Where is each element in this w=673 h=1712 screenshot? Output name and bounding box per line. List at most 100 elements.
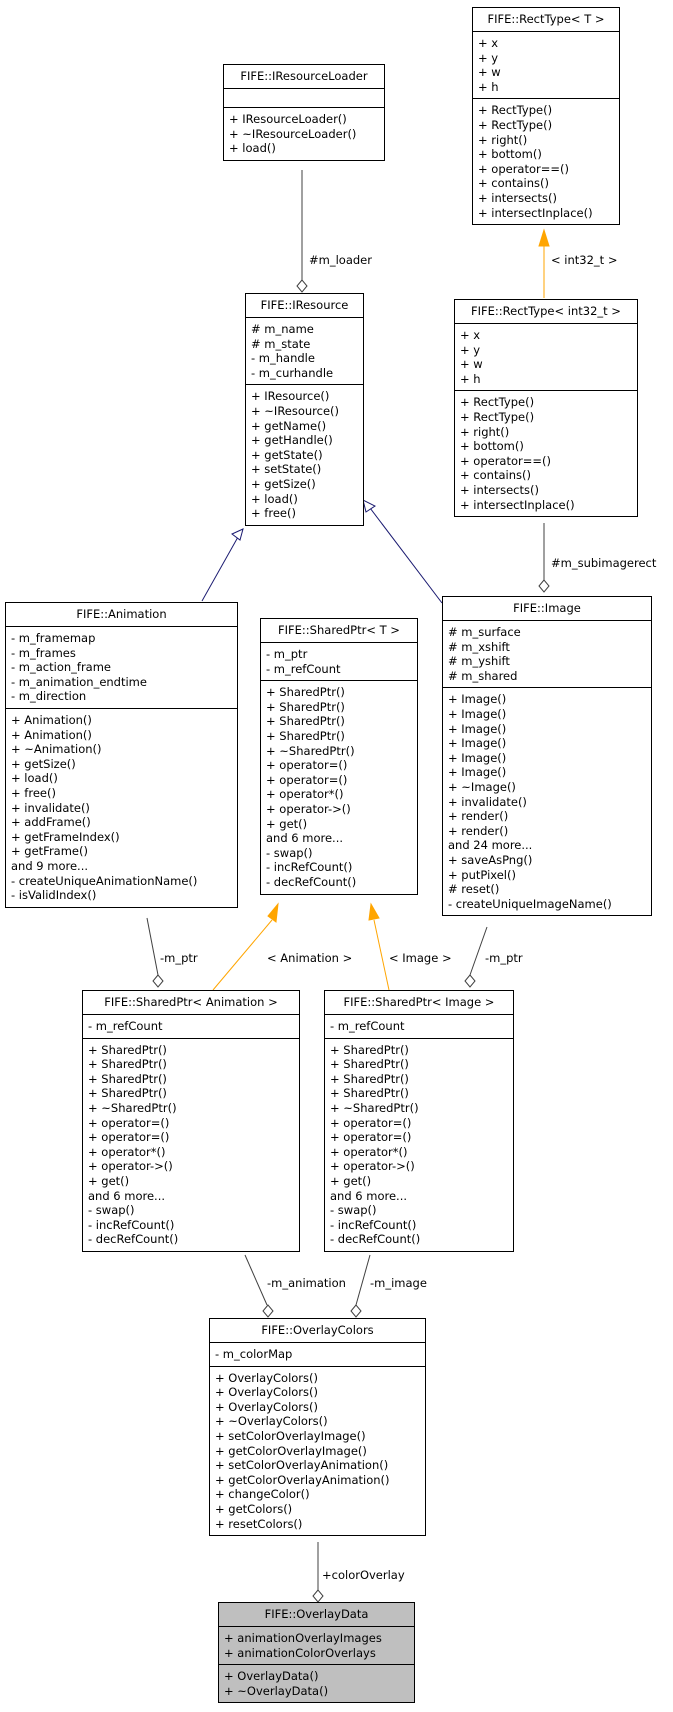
class-attribute: - m_refCount [330,1019,405,1033]
class-method: + Image() [448,736,507,751]
class-box-image: FIFE::Image# m_surface# m_xshift# m_yshi… [442,596,652,917]
class-method: + operator=() [330,1115,412,1130]
class-method: and 6 more... [330,1188,408,1203]
class-attribute: - m_handle [251,351,315,366]
class-method: - decRefCount() [88,1232,179,1247]
class-method: + operator->() [330,1159,415,1174]
class-attribute: - m_ptr [266,647,308,661]
class-method: + RectType() [460,409,535,424]
class-method: + operator->() [266,801,351,816]
class-method: + ~SharedPtr() [330,1100,419,1115]
class-attribute: - m_colorMap [215,1347,293,1361]
class-box-overlaycolors: FIFE::OverlayColors- m_colorMap+ Overlay… [209,1318,426,1537]
class-attribute: - m_refCount [266,661,341,676]
class-attribute: + y [460,342,481,357]
class-method: + ~OverlayData() [224,1683,329,1698]
class-method: + ~SharedPtr() [266,743,355,758]
class-method: + Animation() [11,727,92,742]
class-method: + contains() [460,468,531,483]
class-box-iresource: FIFE::IResource# m_name# m_state- m_hand… [245,293,364,526]
class-attributes-section [224,88,384,107]
class-method: - decRefCount() [330,1232,421,1247]
class-method: + right() [478,132,528,147]
edge-inherit-image [362,499,443,604]
class-method: + Image() [448,721,507,736]
class-method: + OverlayColors() [215,1385,318,1400]
class-method: + render() [448,809,509,824]
class-method: + getColors() [215,1501,293,1516]
class-attributes-section: - m_refCount [83,1014,299,1038]
class-method: + SharedPtr() [266,728,345,743]
class-method: + OverlayColors() [215,1370,318,1385]
class-method: + right() [460,424,510,439]
class-method: + IResource() [251,389,330,404]
class-method: + getFrameIndex() [11,829,120,844]
composition-diamond [296,279,308,293]
class-attribute: # m_state [251,336,311,351]
class-attribute: + y [478,50,499,65]
class-method: and 6 more... [266,831,344,846]
class-method: + operator=() [88,1130,170,1145]
class-method: + Image() [448,765,507,780]
class-method: + SharedPtr() [330,1042,409,1057]
edge-m-image [350,1254,371,1318]
class-method: + RectType() [460,395,535,410]
composition-diamond [312,1589,324,1603]
class-method: + SharedPtr() [266,685,345,700]
class-methods-section: + IResourceLoader()+ ~IResourceLoader()+… [224,107,384,160]
edge-m-animation [244,1254,274,1318]
edge-image-m-ptr [464,926,488,988]
class-method: + render() [448,823,509,838]
class-method: + operator=() [266,758,348,773]
class-method: + SharedPtr() [88,1042,167,1057]
class-attributes-section: - m_ptr- m_refCount [261,642,417,680]
class-title: FIFE::OverlayColors [261,1323,374,1337]
class-method: + RectType() [478,117,553,132]
edge-label-animation-tmpl: < Animation > [267,951,353,965]
edge-label-m-subimagerect: #m_subimagerect [551,556,657,570]
composition-diamond [350,1304,362,1318]
edge-m-loader [296,170,308,293]
class-attribute: # m_shared [448,668,518,683]
class-method: + getSize() [251,476,316,491]
class-attribute: - m_direction [11,689,87,704]
class-method: + operator->() [88,1159,173,1174]
class-attribute: + x [460,328,481,342]
class-method: # reset() [448,882,500,897]
class-method: and 6 more... [88,1188,166,1203]
class-method: + saveAsPng() [448,852,533,867]
edge-inherit-animation [201,528,244,602]
class-attribute: + x [478,36,499,50]
class-methods-section: + RectType()+ RectType()+ right()+ botto… [455,390,637,516]
class-box-overlaydata: FIFE::OverlayData+ animationOverlayImage… [218,1602,415,1704]
class-attribute: - m_curhandle [251,365,334,380]
class-method: + ~SharedPtr() [88,1100,177,1115]
class-method: + intersectInplace() [460,497,575,512]
class-methods-section: + Animation()+ Animation()+ ~Animation()… [6,707,237,907]
class-method: + intersectInplace() [478,205,593,220]
class-method: + operator=() [266,772,348,787]
class-attributes-section: - m_colorMap [210,1342,425,1366]
class-method: - incRefCount() [266,860,353,875]
class-title: FIFE::OverlayData [264,1607,369,1621]
class-method: + contains() [478,176,549,191]
class-method: + bottom() [460,439,524,454]
class-attribute: - m_framemap [11,631,96,645]
edge-label-anim-m-ptr: -m_ptr [160,951,198,965]
class-attributes-section: + x+ y+ w+ h [473,31,619,98]
class-methods-section: + SharedPtr()+ SharedPtr()+ SharedPtr()+… [261,680,417,893]
class-method: + get() [88,1173,130,1188]
class-method: + SharedPtr() [88,1071,167,1086]
class-box-sharedptr-t: FIFE::SharedPtr< T >- m_ptr- m_refCount+… [260,618,418,895]
edge-m-subimagerect [538,523,550,593]
class-method: + load() [251,491,298,506]
class-method: + SharedPtr() [88,1057,167,1072]
class-attribute: + w [478,65,501,80]
class-method: + setColorOverlayAnimation() [215,1458,389,1473]
edge-label-m-image: -m_image [370,1276,427,1290]
class-method: + operator=() [330,1130,412,1145]
class-method: + getState() [251,447,323,462]
inheritance-triangle [362,499,376,513]
class-box-iresourceloader: FIFE::IResourceLoader+ IResourceLoader()… [223,64,385,161]
